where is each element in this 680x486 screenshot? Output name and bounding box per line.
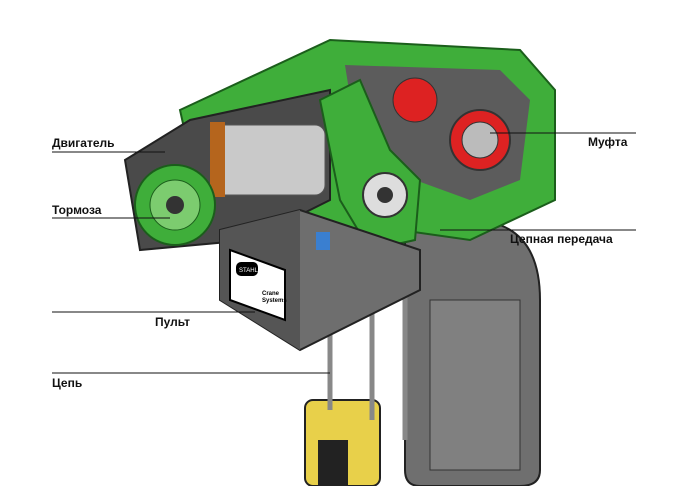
label-coupling: Муфта [588, 135, 628, 149]
label-chain-drive: Цепная передача [510, 232, 613, 246]
svg-text:Crane: Crane [262, 291, 280, 297]
svg-text:STAHL: STAHL [239, 268, 259, 274]
rotor [214, 124, 326, 196]
label-chain: Цепь [52, 376, 83, 390]
label-control: Пульт [155, 315, 190, 329]
stahl-logo: STAHL Crane Systems [229, 248, 287, 322]
label-brake: Тормоза [52, 203, 102, 217]
leader-lines [52, 132, 636, 374]
label-motor: Двигатель [52, 136, 115, 150]
svg-text:Systems: Systems [262, 298, 287, 304]
